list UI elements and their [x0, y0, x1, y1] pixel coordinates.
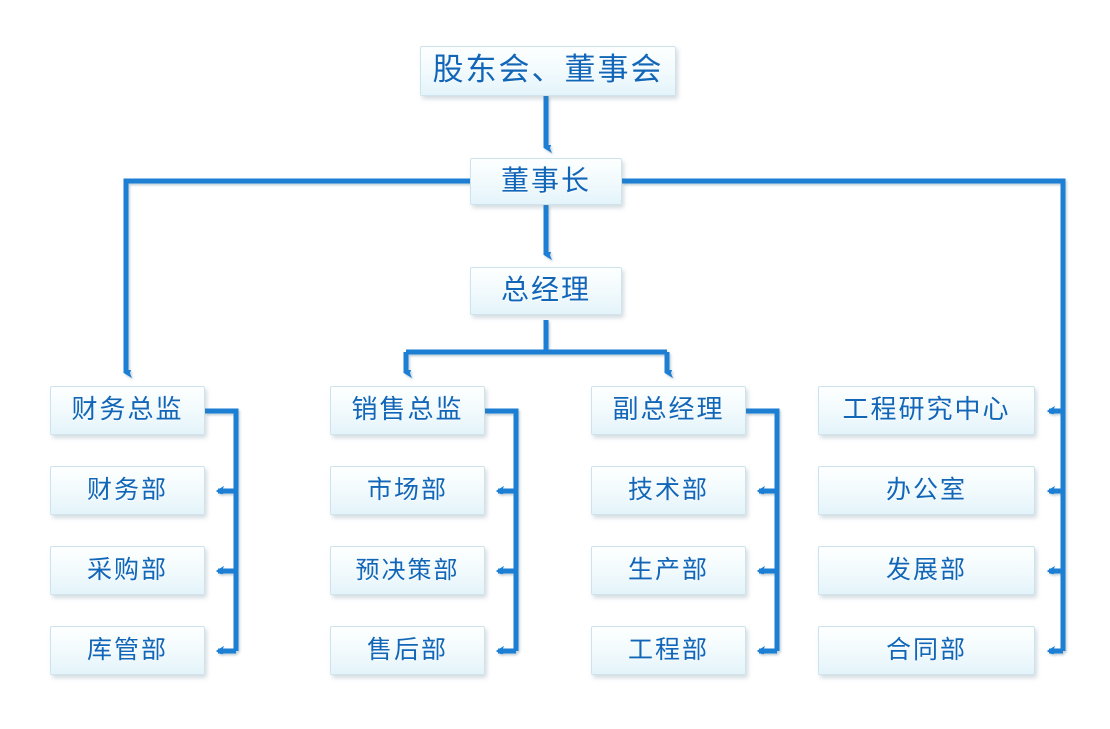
node-budget-decision-dept[interactable]: 预决策部 [330, 546, 485, 595]
node-office-label: 办公室 [885, 475, 967, 504]
node-warehouse-dept[interactable]: 库管部 [50, 626, 205, 675]
node-board-label: 股东会、董事会 [432, 51, 664, 88]
node-deputy-general-manager[interactable]: 副总经理 [591, 386, 746, 435]
node-contract-dept[interactable]: 合同部 [818, 626, 1035, 675]
node-marketing-dept[interactable]: 市场部 [330, 466, 485, 515]
node-general-manager[interactable]: 总经理 [470, 267, 622, 315]
node-production-dept[interactable]: 生产部 [591, 546, 746, 595]
node-chairman-label: 董事长 [500, 163, 591, 197]
node-development-dept-label: 发展部 [885, 555, 967, 584]
connector-chairman-to-erc [622, 178, 1066, 411]
node-contract-dept-label: 合同部 [885, 635, 967, 664]
node-warehouse-dept-label: 库管部 [86, 635, 168, 664]
node-finance-dept-label: 财务部 [86, 475, 168, 504]
node-technology-dept-label: 技术部 [627, 475, 709, 504]
node-engineering-research-center[interactable]: 工程研究中心 [818, 386, 1035, 435]
node-budget-decision-dept-label: 预决策部 [355, 555, 460, 584]
node-after-sales-dept-label: 售后部 [366, 635, 448, 664]
node-sales-director[interactable]: 销售总监 [330, 386, 485, 435]
node-production-dept-label: 生产部 [627, 555, 709, 584]
node-procurement-dept-label: 采购部 [86, 555, 168, 584]
connector-chairman-to-finance-director [123, 178, 470, 373]
connector-col3-spine [746, 408, 780, 651]
node-finance-dept[interactable]: 财务部 [50, 466, 205, 515]
node-general-manager-label: 总经理 [500, 273, 591, 306]
node-finance-director[interactable]: 财务总监 [50, 386, 205, 435]
node-office[interactable]: 办公室 [818, 466, 1035, 515]
node-engineering-dept-label: 工程部 [627, 635, 709, 664]
node-board[interactable]: 股东会、董事会 [420, 46, 676, 96]
node-technology-dept[interactable]: 技术部 [591, 466, 746, 515]
node-development-dept[interactable]: 发展部 [818, 546, 1035, 595]
connector-col1-spine [205, 408, 239, 651]
connector-col2-spine [485, 408, 519, 651]
node-marketing-dept-label: 市场部 [366, 475, 448, 504]
node-engineering-research-center-label: 工程研究中心 [842, 394, 1011, 425]
node-finance-director-label: 财务总监 [71, 394, 184, 425]
node-after-sales-dept[interactable]: 售后部 [330, 626, 485, 675]
node-deputy-general-manager-label: 副总经理 [612, 394, 725, 425]
node-sales-director-label: 销售总监 [351, 394, 464, 425]
node-engineering-dept[interactable]: 工程部 [591, 626, 746, 675]
node-chairman[interactable]: 董事长 [470, 158, 622, 205]
node-procurement-dept[interactable]: 采购部 [50, 546, 205, 595]
